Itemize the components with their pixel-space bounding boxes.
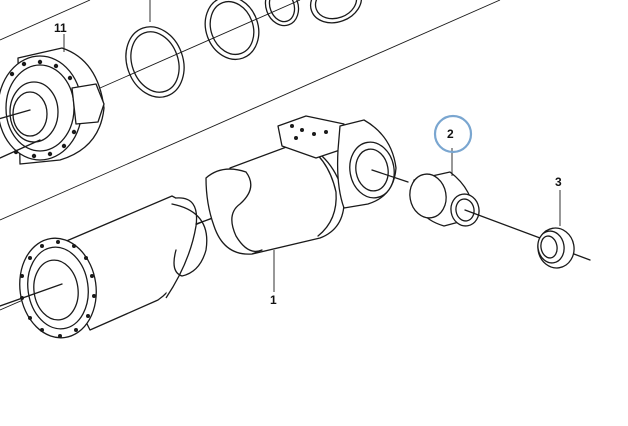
highlight-ring [433, 114, 473, 154]
label-part-3: 3 [555, 175, 562, 189]
label-part-1: 1 [270, 293, 277, 307]
label-part-11: 11 [54, 21, 67, 35]
seal-part-3 [537, 190, 591, 269]
label-part-2[interactable]: 2 [447, 127, 454, 141]
seal-rings [99, 0, 363, 98]
piston-head-part-11 [0, 34, 105, 165]
cylinder-body-part-1 [205, 115, 409, 292]
bushing-part-2 [409, 148, 541, 239]
cylinder-tube [0, 195, 231, 339]
